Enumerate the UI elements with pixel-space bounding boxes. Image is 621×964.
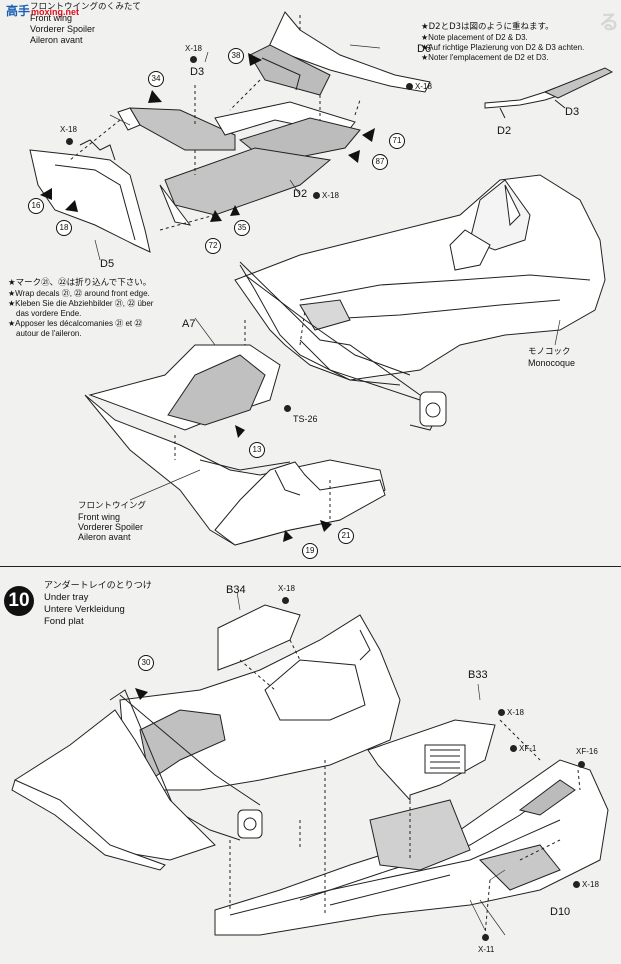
part-label-d3: D3 bbox=[190, 66, 205, 78]
screw-text: X-18 bbox=[582, 880, 599, 889]
screw-icon bbox=[284, 405, 291, 413]
decal-number-87: 87 bbox=[372, 154, 388, 170]
decal-number-16: 16 bbox=[28, 198, 44, 214]
note-decals-en: ★Wrap decals ㉑, ㉒ around front edge. bbox=[8, 289, 150, 298]
section9-heading-fr: Aileron avant bbox=[30, 35, 83, 45]
decal-number-21: 21 bbox=[338, 528, 354, 544]
screw-text: X-18 bbox=[185, 44, 202, 53]
screw-icon bbox=[406, 83, 413, 91]
screw-x18-marker: X-18 bbox=[498, 708, 524, 717]
screw-icon bbox=[573, 881, 580, 889]
decal-number-72: 72 bbox=[205, 238, 221, 254]
decal-number-38: 38 bbox=[228, 48, 244, 64]
note-decals-fr2: autour de l'aileron. bbox=[16, 329, 82, 338]
screw-x18-label: X-18 bbox=[185, 44, 202, 53]
screw-text: XF-1 bbox=[519, 744, 537, 753]
section10-heading-jp: アンダートレイのとりつけ bbox=[44, 581, 152, 591]
part-label-b33: B33 bbox=[468, 669, 488, 681]
watermark-logo: 高手moxing.net bbox=[6, 2, 79, 19]
screw-x18-marker: X-18 bbox=[406, 82, 432, 91]
screw-icon bbox=[190, 55, 199, 64]
screw-icon bbox=[66, 137, 75, 146]
screw-x18-label: X-18 bbox=[278, 584, 295, 593]
page-glyph: る bbox=[599, 12, 619, 34]
note-d2d3-en: ★Note placement of D2 & D3. bbox=[421, 33, 528, 42]
monocoque-label-jp: モノコック bbox=[528, 347, 571, 357]
screw-icon bbox=[498, 709, 505, 717]
part-label-d10: D10 bbox=[550, 906, 571, 918]
section9-heading-de: Vorderer Spoiler bbox=[30, 24, 96, 34]
note-decals-de1: ★Kleben Sie die Abziehbilder ㉑, ㉒ über bbox=[8, 299, 154, 308]
screw-icon bbox=[313, 192, 320, 200]
note-decals-jp: ★マーク㉑、㉒は折り込んで下さい。 bbox=[8, 278, 152, 288]
part-label-b34: B34 bbox=[226, 584, 246, 596]
decal-number-18: 18 bbox=[56, 220, 72, 236]
decal-number-30: 30 bbox=[138, 655, 154, 671]
screw-icon bbox=[510, 745, 517, 753]
screw-xf16-label: XF-16 bbox=[576, 747, 598, 756]
decal-number-71: 71 bbox=[389, 133, 405, 149]
section9-heading-jp: フロントウイングのくみたて bbox=[30, 2, 141, 12]
screw-ts26-marker bbox=[284, 404, 293, 413]
part-label-d5: D5 bbox=[100, 258, 115, 270]
part-label-a7: A7 bbox=[182, 318, 196, 330]
decal-number-35: 35 bbox=[234, 220, 250, 236]
part-label-d3-small: D3 bbox=[565, 106, 580, 118]
screw-text: X-18 bbox=[322, 191, 339, 200]
front-wing-label-fr: Aileron avant bbox=[78, 532, 131, 542]
monocoque-label-en: Monocoque bbox=[528, 358, 576, 368]
section10-heading-en: Under tray bbox=[44, 592, 89, 603]
note-decals-de2: das vordere Ende. bbox=[16, 309, 82, 318]
section-divider bbox=[0, 566, 621, 567]
screw-ts26-label: TS-26 bbox=[293, 414, 318, 424]
part-label-d2-small: D2 bbox=[497, 125, 512, 137]
front-wing-label-de: Vorderer Spoiler bbox=[78, 522, 144, 532]
note-d2d3-jp: ★D2とD3は図のように重ねます。 bbox=[421, 22, 554, 32]
watermark-text: 高手 bbox=[6, 4, 31, 18]
screw-x11-label: X-11 bbox=[478, 945, 495, 954]
part-label-d2: D2 bbox=[293, 188, 308, 200]
front-wing-label-en: Front wing bbox=[78, 512, 121, 522]
section10-heading-de: Untere Verkleidung bbox=[44, 604, 125, 615]
decal-number-19: 19 bbox=[302, 543, 318, 559]
screw-icon bbox=[282, 596, 291, 605]
screw-icon bbox=[578, 760, 587, 769]
screw-x18-marker: X-18 bbox=[313, 191, 339, 200]
decal-number-34: 34 bbox=[148, 71, 164, 87]
front-wing-label-jp: フロントウイング bbox=[78, 501, 147, 511]
step-number-badge: 10 bbox=[4, 586, 34, 616]
screw-xf1-marker: XF-1 bbox=[510, 744, 536, 753]
screw-text: X-18 bbox=[507, 708, 524, 717]
note-d2d3-fr: ★Noter l'emplacement de D2 et D3. bbox=[421, 53, 549, 62]
watermark-url: moxing.net bbox=[31, 7, 80, 17]
screw-icon bbox=[482, 933, 491, 942]
note-d2d3-de: ★Auf richtige Plazierung von D2 & D3 ach… bbox=[421, 43, 585, 52]
screw-text: X-18 bbox=[415, 82, 432, 91]
section9-heading-en: Front wing bbox=[30, 13, 73, 23]
screw-text: X-18 bbox=[60, 125, 77, 134]
note-decals-fr1: ★Apposer les décalcomanies ㉑ et ㉒ bbox=[8, 319, 143, 328]
decal-number-13: 13 bbox=[249, 442, 265, 458]
part-label-d6: D6 bbox=[417, 43, 432, 55]
screw-x18-marker: X-18 bbox=[573, 880, 599, 889]
screw-x18-label: X-18 bbox=[60, 125, 77, 134]
section10-heading-fr: Fond plat bbox=[44, 616, 84, 627]
